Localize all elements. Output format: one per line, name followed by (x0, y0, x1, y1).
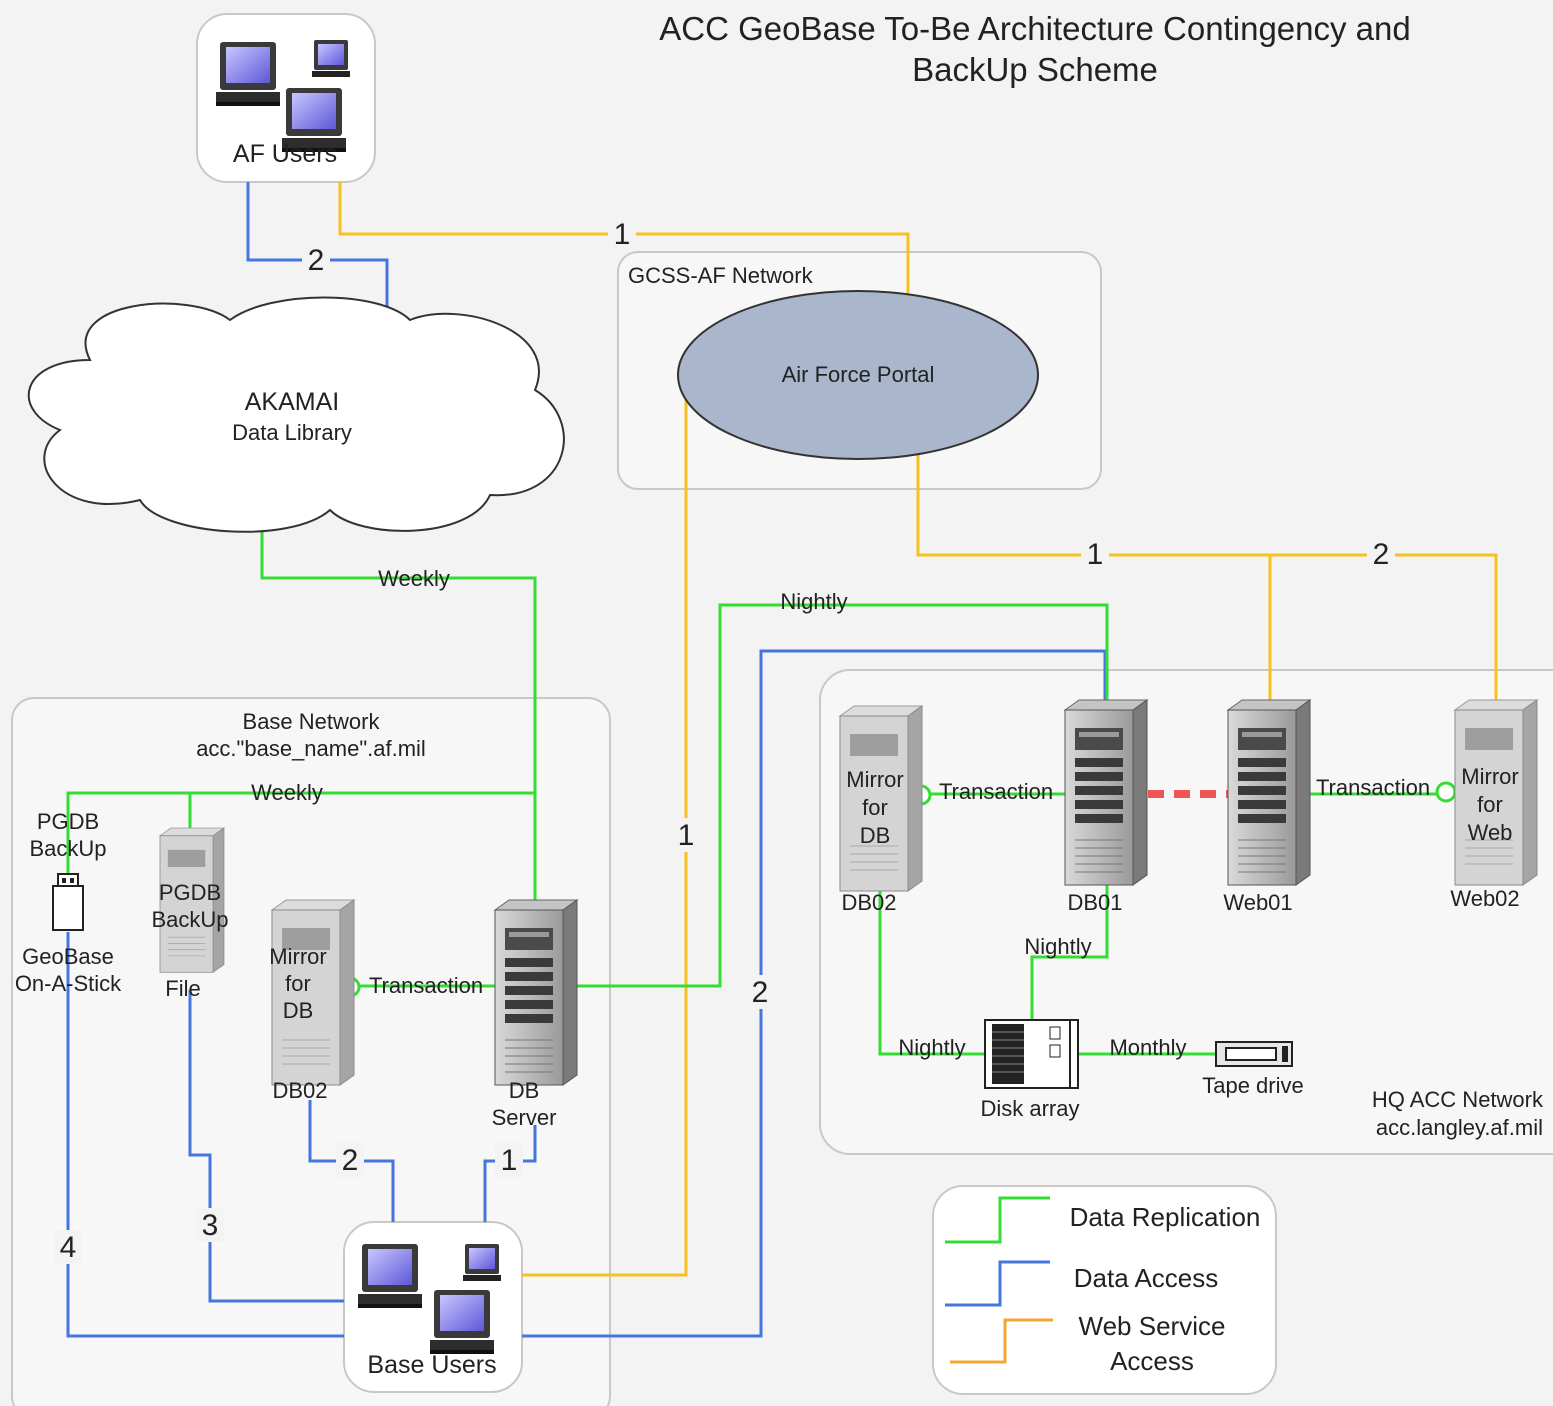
hq-mirror-db-label-1: Mirror (846, 767, 903, 792)
akamai-weekly-label: Weekly (378, 566, 450, 591)
hq-mirror-web-label-1: Mirror (1461, 764, 1518, 789)
number-label-backgrounds (54, 216, 1395, 1264)
web01-label: Web01 (1223, 890, 1292, 915)
legend-box (932, 1185, 1277, 1395)
legend-replication-swatch (945, 1196, 1050, 1244)
hq-mirror-db-label-3: DB (860, 823, 891, 848)
monthly-label: Monthly (1109, 1035, 1186, 1060)
akamai-subtitle: Data Library (232, 420, 352, 445)
hq-mirror-db-label-2: for (862, 795, 888, 820)
gcss-network-label: GCSS-AF Network (628, 263, 814, 288)
db-server-nightly-label: Nightly (780, 589, 847, 614)
tape-drive-label: Tape drive (1202, 1073, 1304, 1098)
geobase-stick-label-2: On-A-Stick (15, 971, 122, 996)
base-weekly-backup-link (66, 791, 535, 880)
base-mirror-label-2: for (285, 971, 311, 996)
base-weekly-label: Weekly (251, 780, 323, 805)
geobase-stick-label-1: GeoBase (22, 944, 114, 969)
title-line2: BackUp Scheme (912, 51, 1158, 88)
base-users-stick-number: 4 (60, 1231, 77, 1264)
portal-to-web01-web02-link (916, 452, 1498, 710)
db01-server-icon[interactable] (1064, 699, 1148, 886)
base-users-portal-number: 1 (678, 819, 695, 852)
base-users-label: Base Users (367, 1351, 496, 1379)
hq-mirror-web-label-2: for (1477, 792, 1503, 817)
web01-server-icon[interactable] (1227, 699, 1311, 886)
db-server-nightly-link (575, 603, 1109, 988)
db-server-icon[interactable] (494, 899, 578, 1086)
af-users-web-number: 1 (614, 218, 631, 251)
legend-web-label-2: Access (1110, 1346, 1194, 1376)
base-users-db-server-number: 1 (501, 1144, 518, 1177)
base-network-line2: acc."base_name".af.mil (196, 736, 426, 761)
base-db02-label: DB02 (272, 1078, 327, 1103)
af-users-access-number: 2 (308, 244, 325, 277)
legend-access-swatch (945, 1260, 1050, 1307)
hq-db02-label: DB02 (841, 890, 896, 915)
air-force-portal-label: Air Force Portal (782, 362, 935, 387)
af-users-label: AF Users (233, 140, 337, 168)
portal-web02-number: 2 (1373, 538, 1390, 571)
pgdb-file-label-2: BackUp (151, 907, 228, 932)
legend-web-swatch (950, 1318, 1053, 1364)
hq-network-line2: acc.langley.af.mil (1376, 1115, 1543, 1140)
usb-stick-icon (52, 873, 84, 931)
legend-replication-label: Data Replication (1070, 1202, 1261, 1232)
hq-db-transaction-label: Transaction (939, 779, 1053, 804)
db-server-label-2: Server (492, 1105, 557, 1130)
pgdb-file-label-3: File (165, 976, 200, 1001)
disk-array-label: Disk array (980, 1096, 1079, 1121)
base-users-to-pgdb-file-link (188, 990, 344, 1303)
base-users-to-portal-link (522, 398, 688, 1277)
pgdb-backup-stick-label-1: PGDB (37, 809, 99, 834)
base-mirror-label-3: DB (283, 998, 314, 1023)
legend-access-label: Data Access (1074, 1263, 1219, 1293)
hq-web-transaction-endpoint (1435, 781, 1457, 803)
disk-array-icon (984, 1019, 1079, 1089)
db01-nightly-disk-link (1030, 885, 1109, 1020)
base-transaction-label: Transaction (369, 973, 483, 998)
base-network-line1: Base Network (243, 709, 381, 734)
base-users-to-db01-link (522, 649, 1107, 1338)
tape-drive-icon (1215, 1041, 1293, 1067)
pgdb-file-label-1: PGDB (159, 880, 221, 905)
akamai-weekly-link (260, 530, 537, 900)
db01-nightly-label: Nightly (1024, 934, 1091, 959)
db-server-label-1: DB (509, 1078, 540, 1103)
pgdb-backup-stick-label-2: BackUp (29, 836, 106, 861)
base-users-pgdb-file-number: 3 (202, 1209, 219, 1242)
akamai-title: AKAMAI (245, 388, 339, 416)
hq-mirror-web-label-3: Web (1468, 820, 1513, 845)
db01-label: DB01 (1067, 890, 1122, 915)
akamai-cloud (27, 296, 565, 533)
hq-network-line1: HQ ACC Network (1372, 1087, 1544, 1112)
base-mirror-label-1: Mirror (269, 944, 326, 969)
db02-nightly-disk-link (878, 885, 985, 1056)
base-users-to-stick-link (66, 932, 344, 1338)
base-users-db01-number: 2 (752, 976, 769, 1009)
db02-nightly-label: Nightly (898, 1035, 965, 1060)
portal-web01-number: 1 (1087, 538, 1104, 571)
legend-web-label-1: Web Service (1079, 1311, 1226, 1341)
hq-web-transaction-label: Transaction (1316, 775, 1430, 800)
hq-network-box (819, 669, 1553, 1155)
web02-label: Web02 (1450, 886, 1519, 911)
data-replication-connectors (66, 530, 1436, 1056)
title-line1: ACC GeoBase To-Be Architecture Contingen… (659, 10, 1410, 47)
base-users-db02-number: 2 (342, 1144, 359, 1177)
air-force-portal[interactable] (677, 290, 1039, 460)
